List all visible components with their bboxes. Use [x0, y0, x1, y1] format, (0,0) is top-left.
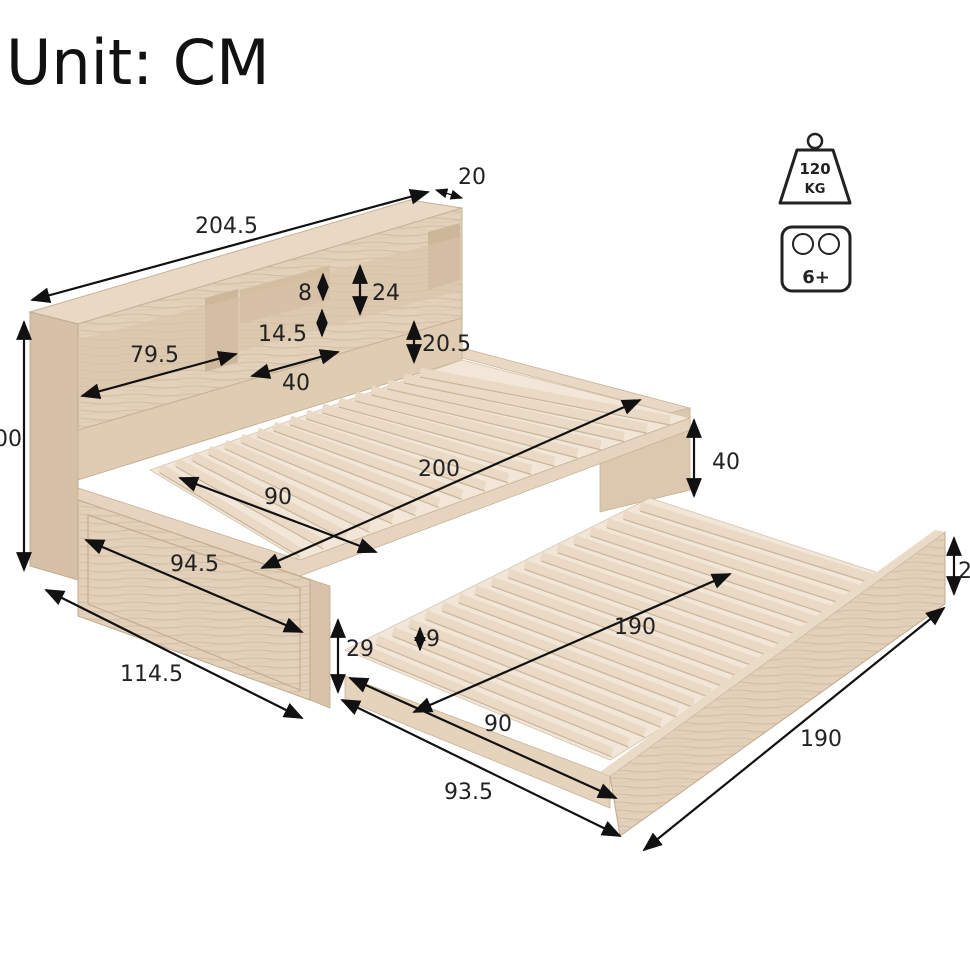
unit-title: Unit: CM	[6, 26, 270, 99]
weight-badge: 120 KG	[778, 132, 852, 205]
label-headboard-width: 204.5	[195, 214, 258, 239]
label-trundle-inner-width: 90	[484, 712, 512, 737]
label-main-width: 90	[264, 485, 292, 510]
label-open-shelf: 79.5	[130, 343, 179, 368]
dim-headboard-depth	[434, 188, 464, 200]
label-trundle-side: 2	[958, 559, 970, 584]
trundle-slat-edge	[606, 527, 858, 610]
age-label: 6+	[802, 267, 830, 288]
dim-main-width	[178, 476, 378, 554]
label-overall-depth: 114.5	[120, 662, 183, 687]
dim-headboard-width	[30, 189, 430, 303]
label-trundle-inner-length: 190	[614, 615, 656, 640]
dim-trundle-outer-length	[642, 606, 946, 852]
label-shelf-rail: 20.5	[422, 332, 471, 357]
label-shelf-opening: 14.5	[258, 322, 307, 347]
label-shelf-height: 24	[372, 281, 400, 306]
trundle-slat	[638, 501, 892, 589]
label-shelf-gap: 8	[298, 281, 312, 306]
headboard-side	[29, 311, 79, 581]
front-rail-end	[299, 575, 331, 709]
weight-unit: KG	[805, 182, 826, 197]
weight-value: 120	[799, 160, 830, 178]
trundle-slat	[622, 510, 876, 599]
age-badge: 6+	[780, 225, 852, 293]
dim-overall-depth	[44, 589, 304, 719]
trundle	[344, 497, 946, 837]
trundle-slat-edge	[639, 510, 891, 590]
label-main-length: 200	[418, 457, 460, 482]
dimension-labels: 204.5 20 100 8 24 14.5 79.5 40 20.5 40 2…	[0, 165, 970, 805]
dim-open-shelf	[80, 351, 238, 399]
label-trundle-height: 29	[346, 637, 374, 662]
label-trundle-outer-length: 190	[800, 727, 842, 752]
dim-cubby	[250, 349, 340, 379]
dimension-lines	[16, 188, 962, 852]
label-trundle-outer-width: 93.5	[444, 780, 493, 805]
label-cubby: 40	[282, 371, 310, 396]
trundle-slat	[605, 518, 859, 609]
trundle-slat-edge	[623, 518, 874, 600]
dim-trundle-outer-width	[340, 699, 622, 837]
label-overall-height: 100	[0, 427, 22, 452]
label-trundle-rail: 9	[426, 627, 440, 652]
label-headboard-depth: 20	[458, 165, 486, 190]
label-side-rail: 40	[712, 450, 740, 475]
label-drawer-width: 94.5	[170, 552, 219, 577]
